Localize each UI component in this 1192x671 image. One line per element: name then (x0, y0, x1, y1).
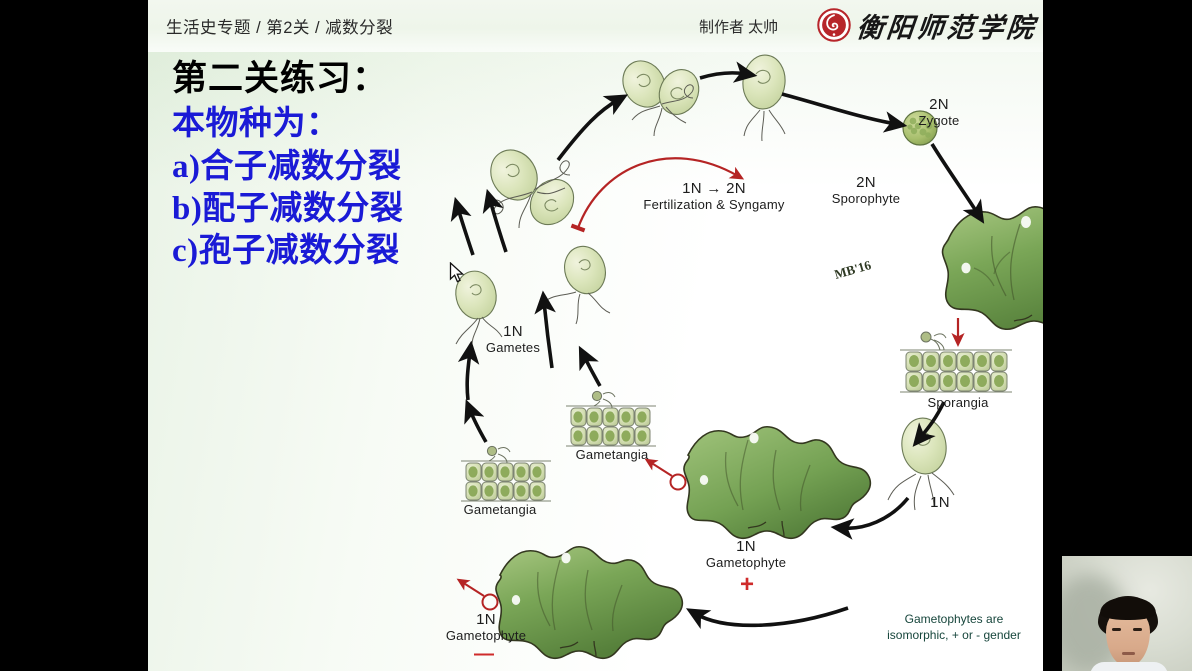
presenter-eye-left (1112, 628, 1121, 631)
label-gametangia-upper: Gametangia (575, 447, 649, 462)
gender-plus-symbol: + (740, 571, 755, 598)
question-option-a[interactable]: a)合子减数分裂 (172, 148, 402, 185)
label-fertilization: 1N → 2N Fertilization & Syngamy (643, 180, 785, 212)
gender-minus-symbol: — (474, 643, 494, 665)
label-spore-1n: 1N (930, 494, 950, 511)
isomorphic-note: Gametophytes are isomorphic, + or - gend… (887, 612, 1021, 642)
label-zygote: 2N Zygote (918, 96, 960, 128)
mouse-cursor (449, 262, 465, 283)
presenter-webcam[interactable] (1062, 556, 1192, 671)
label-sporangia: Sporangia (927, 395, 989, 410)
label-gametophyte-plus: 1N Gametophyte (705, 538, 787, 570)
life-cycle-diagram: 2N Zygote 2N Sporophyte Sporangia 1N 1N … (148, 0, 1043, 671)
question-prompt: 本物种为： (172, 106, 340, 143)
author-credit: 制作者 太帅 (699, 19, 779, 36)
life-cycle-artwork (450, 54, 1043, 660)
presenter-eye-right (1133, 628, 1142, 631)
label-gametophyte-minus: 1N Gametophyte (445, 611, 527, 643)
question-option-b[interactable]: b)配子减数分裂 (172, 190, 404, 227)
label-sporophyte: 2N Sporophyte (831, 174, 901, 206)
presenter-fringe (1100, 598, 1156, 620)
presenter-collar (1090, 662, 1168, 671)
question-block: 第二关练习： 本物种为： a)合子减数分裂 b)配子减数分裂 c)孢子减数分裂 (172, 58, 502, 272)
page-title: 第二关练习： (172, 59, 389, 98)
breadcrumb: 生活史专题 / 第2关 / 减数分裂 (166, 19, 394, 37)
label-gametes: 1N Gametes (485, 323, 541, 355)
label-gametangia-lower: Gametangia (463, 502, 537, 517)
slide-header-band: 生活史专题 / 第2关 / 减数分裂 制作者 太帅 衡阳师范学院 (148, 0, 1043, 52)
slide-stage: 生活史专题 / 第2关 / 减数分裂 制作者 太帅 衡阳师范学院 第二关练习： … (148, 0, 1043, 671)
university-seal-icon (817, 8, 851, 42)
question-option-c[interactable]: c)孢子减数分裂 (172, 233, 400, 269)
presenter-mouth (1122, 652, 1135, 655)
